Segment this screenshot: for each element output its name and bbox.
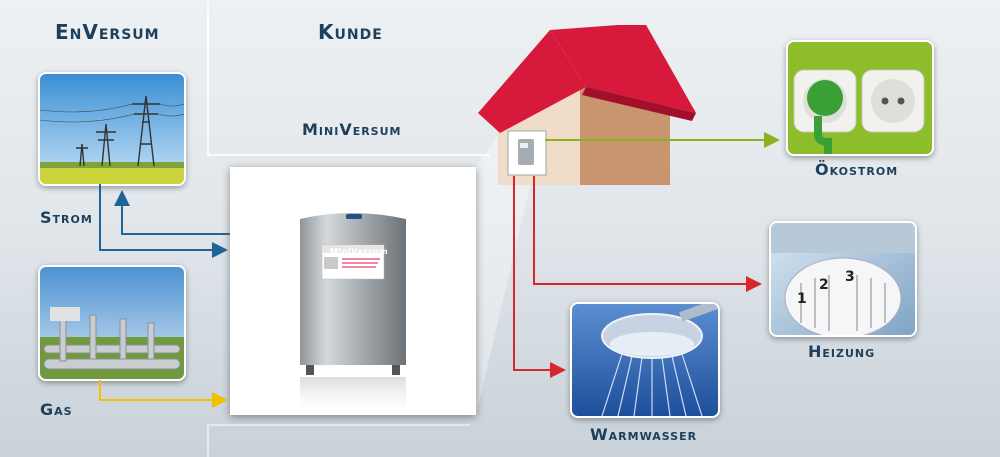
unit-nameplate: MiniVersum: [330, 247, 389, 256]
thermostat-photo: 1 2 3: [769, 221, 917, 337]
svg-text:3: 3: [845, 269, 855, 285]
svg-text:1: 1: [797, 291, 807, 307]
gas-label: Gas: [40, 400, 73, 419]
eversum-title: EnVersum: [55, 20, 160, 44]
oekostrom-label: Ökostrom: [815, 160, 899, 179]
svg-text:2: 2: [819, 277, 829, 293]
heating-unit-icon: [300, 213, 406, 415]
power-socket-photo: [786, 40, 934, 156]
house-icon: [470, 25, 700, 195]
shower-head-photo: [570, 302, 720, 418]
warmwasser-label: Warmwasser: [590, 425, 698, 444]
power-lines-photo: [38, 72, 186, 186]
heizung-label: Heizung: [808, 342, 876, 361]
miniversum-title: MiniVersum: [302, 120, 402, 139]
miniversum-unit-panel: [230, 167, 476, 415]
kunde-title: Kunde: [318, 20, 383, 44]
strom-label: Strom: [40, 208, 93, 227]
gas-pipes-photo: [38, 265, 186, 381]
